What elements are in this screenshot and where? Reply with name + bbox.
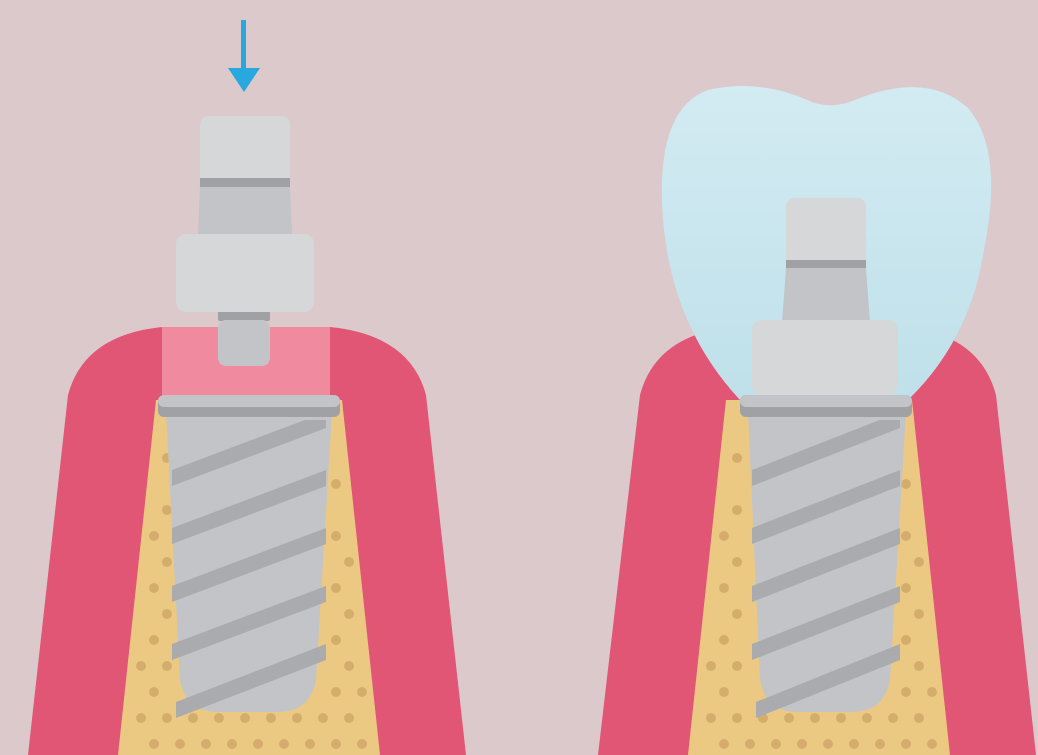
bone-dot xyxy=(149,635,159,645)
bone-dot xyxy=(927,687,937,697)
bone-dot xyxy=(331,687,341,697)
bone-dot xyxy=(901,739,911,749)
bone-dot xyxy=(344,661,354,671)
bone-dot xyxy=(732,505,742,515)
bone-dot xyxy=(810,713,820,723)
bone-dot xyxy=(706,661,716,671)
bone-dot xyxy=(253,739,263,749)
bone-dot xyxy=(901,479,911,489)
bone-dot xyxy=(888,713,898,723)
bone-dot xyxy=(745,739,755,749)
bone-dot xyxy=(732,609,742,619)
bone-dot xyxy=(331,479,341,489)
bone-dot xyxy=(227,739,237,749)
implant-connector xyxy=(218,311,270,366)
bone-dot xyxy=(162,609,172,619)
bone-dot xyxy=(927,739,937,749)
bone-dot xyxy=(318,713,328,723)
bone-dot xyxy=(292,713,302,723)
bone-dot xyxy=(162,557,172,567)
bone-dot xyxy=(719,687,729,697)
bone-dot xyxy=(331,739,341,749)
bone-dot xyxy=(136,713,146,723)
bone-dot xyxy=(901,583,911,593)
implant-screw xyxy=(158,395,340,718)
bone-dot xyxy=(732,557,742,567)
bone-dot xyxy=(875,739,885,749)
bone-dot xyxy=(797,739,807,749)
bone-dot xyxy=(149,531,159,541)
bone-dot xyxy=(201,739,211,749)
implant-screw xyxy=(740,395,912,718)
bone-dot xyxy=(136,661,146,671)
bone-dot xyxy=(149,583,159,593)
bone-dot xyxy=(214,713,224,723)
bone-dot xyxy=(901,531,911,541)
bone-dot xyxy=(914,609,924,619)
bone-dot xyxy=(331,583,341,593)
bone-dot xyxy=(162,661,172,671)
bone-dot xyxy=(849,739,859,749)
right-panel-crown-placed xyxy=(598,86,1036,755)
bone-dot xyxy=(901,635,911,645)
bone-dot xyxy=(732,661,742,671)
bone-dot xyxy=(771,739,781,749)
bone-dot xyxy=(162,713,172,723)
bone-dot xyxy=(331,635,341,645)
bone-dot xyxy=(732,713,742,723)
bone-dot xyxy=(719,739,729,749)
bone-dot xyxy=(784,713,794,723)
bone-dot xyxy=(719,635,729,645)
bone-dot xyxy=(823,739,833,749)
bone-dot xyxy=(188,713,198,723)
bone-dot xyxy=(357,739,367,749)
bone-dot xyxy=(344,557,354,567)
bone-dot xyxy=(914,661,924,671)
bone-dot xyxy=(149,687,159,697)
bone-dot xyxy=(279,739,289,749)
bone-dot xyxy=(175,739,185,749)
bone-dot xyxy=(719,531,729,541)
bone-dot xyxy=(862,713,872,723)
bone-dot xyxy=(836,713,846,723)
bone-dot xyxy=(344,609,354,619)
bone-dot xyxy=(901,687,911,697)
bone-dot xyxy=(706,713,716,723)
bone-dot xyxy=(162,505,172,515)
bone-dot xyxy=(240,713,250,723)
bone-dot xyxy=(331,531,341,541)
bone-dot xyxy=(305,739,315,749)
bone-dot xyxy=(344,713,354,723)
bone-dot xyxy=(914,713,924,723)
bone-dot xyxy=(266,713,276,723)
bone-dot xyxy=(914,557,924,567)
bone-dot xyxy=(149,739,159,749)
bone-dot xyxy=(719,583,729,593)
bone-dot xyxy=(357,687,367,697)
bone-dot xyxy=(732,453,742,463)
